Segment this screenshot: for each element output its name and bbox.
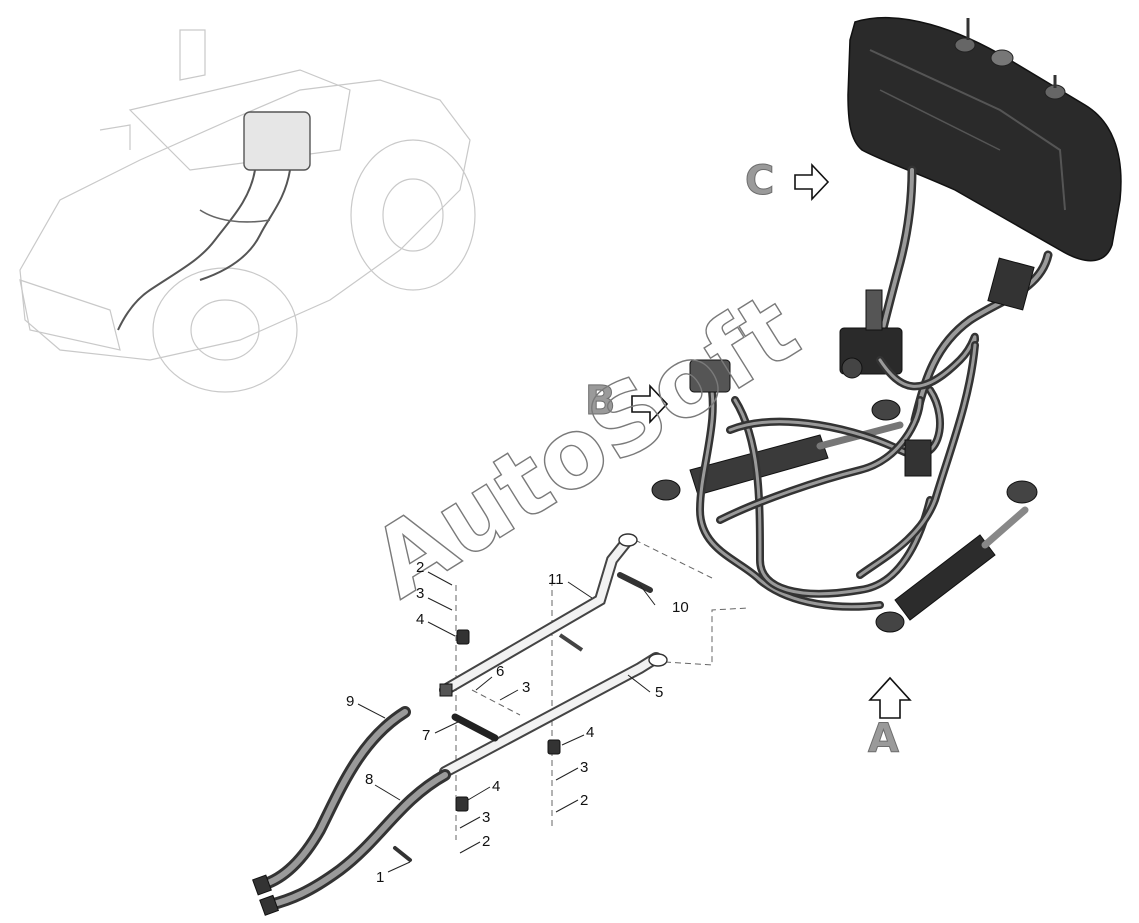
callout-2-top: 2	[416, 559, 424, 576]
hose-bundle	[689, 332, 979, 611]
pipe-5	[439, 652, 668, 778]
clamp-7	[451, 713, 499, 742]
tank-location-highlight	[243, 111, 311, 171]
callout-10: 11	[548, 571, 564, 588]
callout-4-bottom: 4	[492, 778, 500, 795]
callout-3-right: 3	[580, 759, 588, 776]
view-arrow-c	[794, 162, 830, 202]
callout-9: 9	[346, 693, 354, 710]
filler-cap-icon	[990, 49, 1014, 67]
part-1	[393, 846, 412, 862]
callout-5: 5	[655, 684, 663, 701]
hose-9	[252, 706, 411, 896]
small-parts	[393, 629, 561, 862]
callout-3-mid: 3	[522, 679, 530, 696]
callout-4-right: 4	[586, 724, 594, 741]
callout-2-bottom: 2	[482, 833, 490, 850]
view-arrow-a	[868, 676, 912, 719]
clip-4-b	[547, 739, 561, 755]
callout-2-right: 2	[580, 792, 588, 809]
valve-block	[689, 359, 731, 393]
callout-8: 8	[365, 771, 373, 788]
view-label-b: B	[585, 378, 616, 424]
clip-4-c	[455, 796, 469, 812]
tractor-overview-illustration	[19, 29, 476, 393]
callout-11: 10	[672, 599, 689, 616]
callout-leaders	[357, 571, 656, 873]
clip-4-a	[456, 629, 470, 645]
pipe-10	[439, 533, 638, 697]
callout-4-top: 4	[416, 611, 424, 628]
callout-1: 1	[376, 869, 384, 886]
hose-8	[259, 769, 451, 916]
view-arrow-b	[631, 383, 669, 425]
hydraulic-oil-tank	[847, 16, 1122, 262]
callout-3-top: 3	[416, 585, 424, 602]
callout-3-bottom: 3	[482, 809, 490, 826]
callout-6: 6	[496, 663, 504, 680]
view-label-c: C	[745, 158, 774, 204]
view-label-a: A	[868, 716, 899, 762]
callout-7: 7	[422, 727, 430, 744]
clamp-11	[617, 572, 653, 593]
steering-cylinder-right	[875, 480, 1038, 633]
